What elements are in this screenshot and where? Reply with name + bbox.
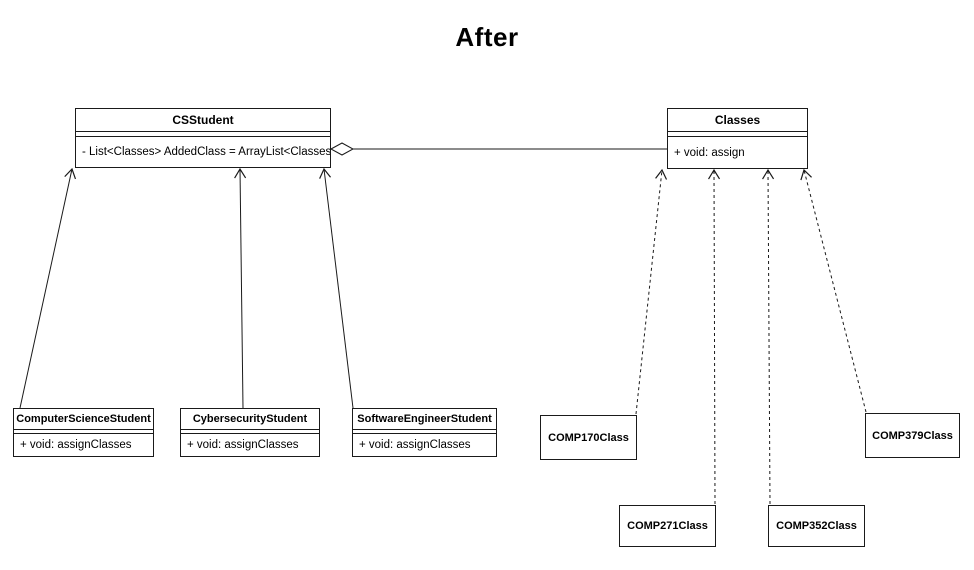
class-title: ComputerScienceStudent (14, 409, 153, 430)
compartment-separator (353, 430, 496, 434)
edge-cybersecuritystudent-to-csstudent (234, 167, 247, 409)
class-title: SoftwareEngineerStudent (353, 409, 496, 430)
edge-comp352-to-classes (762, 168, 775, 505)
edge-comp271-to-classes (708, 168, 721, 505)
compartment-separator (14, 430, 153, 434)
compartment-separator (76, 132, 330, 137)
class-title: Classes (668, 109, 807, 132)
class-methods: + void: assignClasses (20, 439, 132, 451)
class-box-cybersecuritystudent: CybersecurityStudent + void: assignClass… (180, 408, 320, 457)
class-box-csstudent: CSStudent - List<Classes> AddedClass = A… (75, 108, 331, 168)
class-box-comp271class: COMP271Class (619, 505, 716, 547)
edge-softwareengineerstudent-to-csstudent (319, 167, 354, 409)
edge-computersciencestudent-to-csstudent (19, 167, 77, 409)
class-title: CybersecurityStudent (181, 409, 319, 430)
compartment-separator (668, 132, 807, 137)
compartment-separator (181, 430, 319, 434)
class-methods: + void: assignClasses (359, 439, 471, 451)
class-box-softwareengineerstudent: SoftwareEngineerStudent + void: assignCl… (352, 408, 497, 457)
class-methods: + void: assignClasses (187, 439, 299, 451)
aggregation-diamond-icon (329, 142, 355, 156)
class-title: COMP379Class (872, 429, 953, 442)
page-title: After (455, 22, 519, 52)
class-title: COMP170Class (548, 431, 629, 444)
edge-comp379-to-classes (800, 168, 867, 413)
class-box-comp170class: COMP170Class (540, 415, 637, 460)
class-title: COMP271Class (627, 520, 708, 532)
class-box-computersciencestudent: ComputerScienceStudent + void: assignCla… (13, 408, 154, 457)
class-title: COMP352Class (776, 520, 857, 532)
class-box-comp379class: COMP379Class (865, 413, 960, 458)
class-methods: + void: assign (674, 146, 745, 159)
class-box-comp352class: COMP352Class (768, 505, 865, 547)
class-title: CSStudent (76, 109, 330, 132)
edge-comp170-to-classes (635, 168, 668, 415)
class-attributes: - List<Classes> AddedClass = ArrayList<C… (82, 146, 330, 158)
class-box-classes: Classes + void: assign (667, 108, 808, 169)
